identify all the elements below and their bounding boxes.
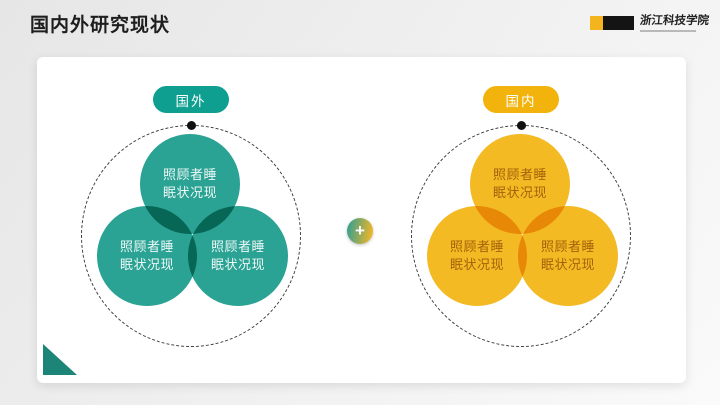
logo-yellow-square bbox=[590, 16, 604, 30]
abroad-circle-top-label: 照顾者睡 眠状况现 bbox=[140, 134, 240, 234]
plus-glyph: + bbox=[355, 220, 365, 240]
cluster-abroad: 国外 照顾者睡 眠状况现 照顾者睡 眠状况现 照顾者睡 眠状况现 bbox=[81, 86, 301, 347]
university-logo: 浙江科技学院 bbox=[590, 12, 710, 36]
logo-subtext-bar bbox=[640, 30, 696, 32]
domestic-circle-bottom-right bbox=[518, 206, 618, 306]
label-line: 照顾者睡 bbox=[540, 238, 595, 254]
label-line: 照顾者睡 bbox=[162, 166, 217, 182]
label-line: 眠状况现 bbox=[162, 185, 217, 200]
domestic-circle-top-label: 照顾者睡 眠状况现 bbox=[470, 134, 570, 234]
label-line: 照顾者睡 bbox=[492, 166, 547, 182]
label-line: 眠状况现 bbox=[119, 257, 174, 272]
domestic-circle-bottom-left-label: 照顾者睡 眠状况现 bbox=[427, 206, 527, 306]
domestic-badge: 国内 bbox=[483, 86, 559, 113]
label-line: 眠状况现 bbox=[540, 257, 595, 272]
domestic-ring-dot bbox=[517, 121, 526, 130]
abroad-circle-bottom-left-label: 照顾者睡 眠状况现 bbox=[97, 206, 197, 306]
label-line: 照顾者睡 bbox=[210, 238, 265, 254]
label-line: 眠状况现 bbox=[210, 257, 265, 272]
label-line: 照顾者睡 bbox=[119, 238, 174, 254]
abroad-circle-bottom-right bbox=[188, 206, 288, 306]
abroad-circle-bottom-left bbox=[97, 206, 197, 306]
abroad-circle-bottom-right-label: 照顾者睡 眠状况现 bbox=[188, 206, 288, 306]
label-line: 照顾者睡 bbox=[449, 238, 504, 254]
abroad-ring-dot bbox=[187, 121, 196, 130]
cluster-domestic: 国内 照顾者睡 眠状况现 照顾者睡 眠状况现 照顾者睡 眠状况现 bbox=[411, 86, 631, 347]
logo-text-block: 浙江科技学院 bbox=[639, 12, 710, 32]
label-line: 眠状况现 bbox=[492, 185, 547, 200]
domestic-circle-bottom-left bbox=[427, 206, 527, 306]
abroad-badge: 国外 bbox=[153, 86, 229, 113]
plus-icon: + bbox=[347, 218, 373, 244]
page-title: 国内外研究现状 bbox=[30, 15, 171, 36]
label-line: 眠状况现 bbox=[449, 257, 504, 272]
domestic-circle-bottom-right-label: 照顾者睡 眠状况现 bbox=[518, 206, 618, 306]
logo-university-name: 浙江科技学院 bbox=[639, 13, 710, 27]
logo-black-bar bbox=[603, 16, 634, 30]
